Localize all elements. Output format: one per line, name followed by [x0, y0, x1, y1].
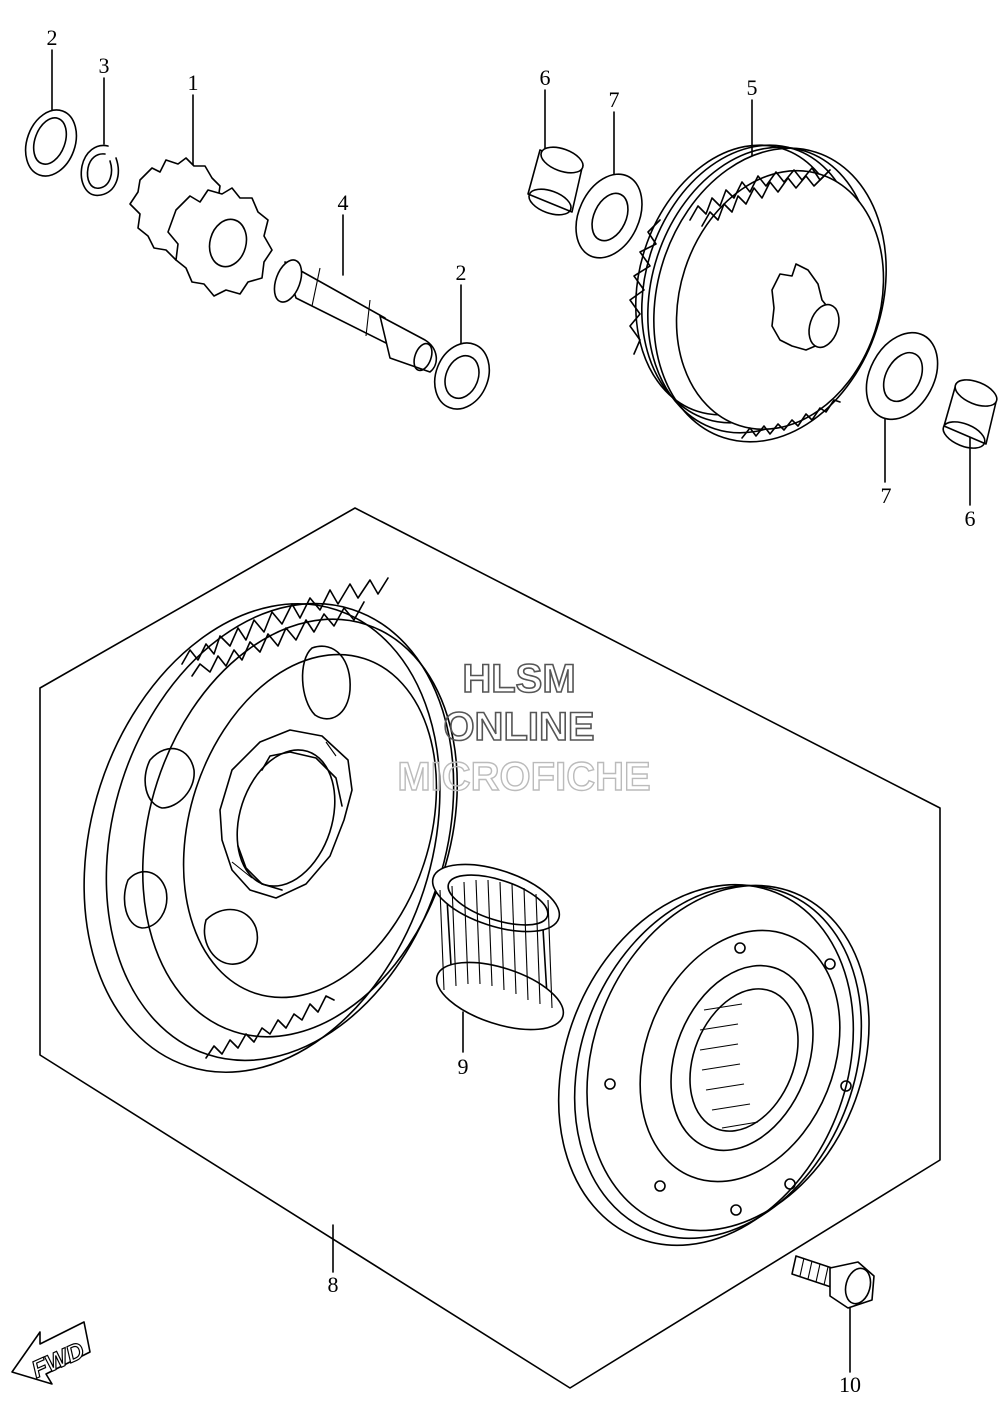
part-labels: 2 3 1 4 2 6 7 5 7 6 9 8 10: [47, 25, 976, 1397]
part-label-9: 9: [458, 1054, 469, 1079]
watermark-line-1: HLSM: [462, 657, 575, 701]
part-label-6: 6: [540, 65, 551, 90]
leader-lines: [51, 49, 971, 1373]
shaft-4: [273, 259, 438, 373]
part-label-8: 8: [328, 1272, 339, 1297]
part-label-3: 3: [99, 53, 110, 78]
part-label-7: 7: [609, 87, 620, 112]
washer-2-lower: [433, 342, 491, 410]
part-label-1: 1: [188, 70, 199, 95]
part-label-4: 4: [338, 190, 349, 215]
washer-2-top: [24, 109, 78, 177]
bushing-6-top: [527, 146, 584, 216]
starter-driven-gear-8: [83, 577, 459, 1074]
watermark-line-2: ONLINE: [443, 705, 594, 749]
part-label-2: 2: [456, 260, 467, 285]
washer-7-right: [865, 331, 939, 421]
gear-1: [129, 157, 273, 297]
part-label-5: 5: [747, 75, 758, 100]
fwd-arrow-icon: FWD: [11, 1321, 91, 1385]
circlip-3: [80, 144, 120, 197]
part-label-2: 2: [47, 25, 58, 50]
needle-bearing-9: [431, 863, 565, 1031]
bolt-10: [791, 1255, 875, 1309]
washer-7-top: [575, 173, 643, 259]
watermark-line-3: MICROFICHE: [397, 755, 650, 799]
assembly-8-frame: [39, 507, 941, 1389]
bushing-6-right: [942, 379, 998, 449]
watermark: HLSM ONLINE MICROFICHE: [397, 656, 652, 800]
part-label-7: 7: [881, 483, 892, 508]
gear-assembly-5: [629, 144, 887, 443]
part-label-10: 10: [839, 1372, 861, 1397]
part-label-6: 6: [965, 506, 976, 531]
one-way-clutch-8: [557, 883, 870, 1247]
